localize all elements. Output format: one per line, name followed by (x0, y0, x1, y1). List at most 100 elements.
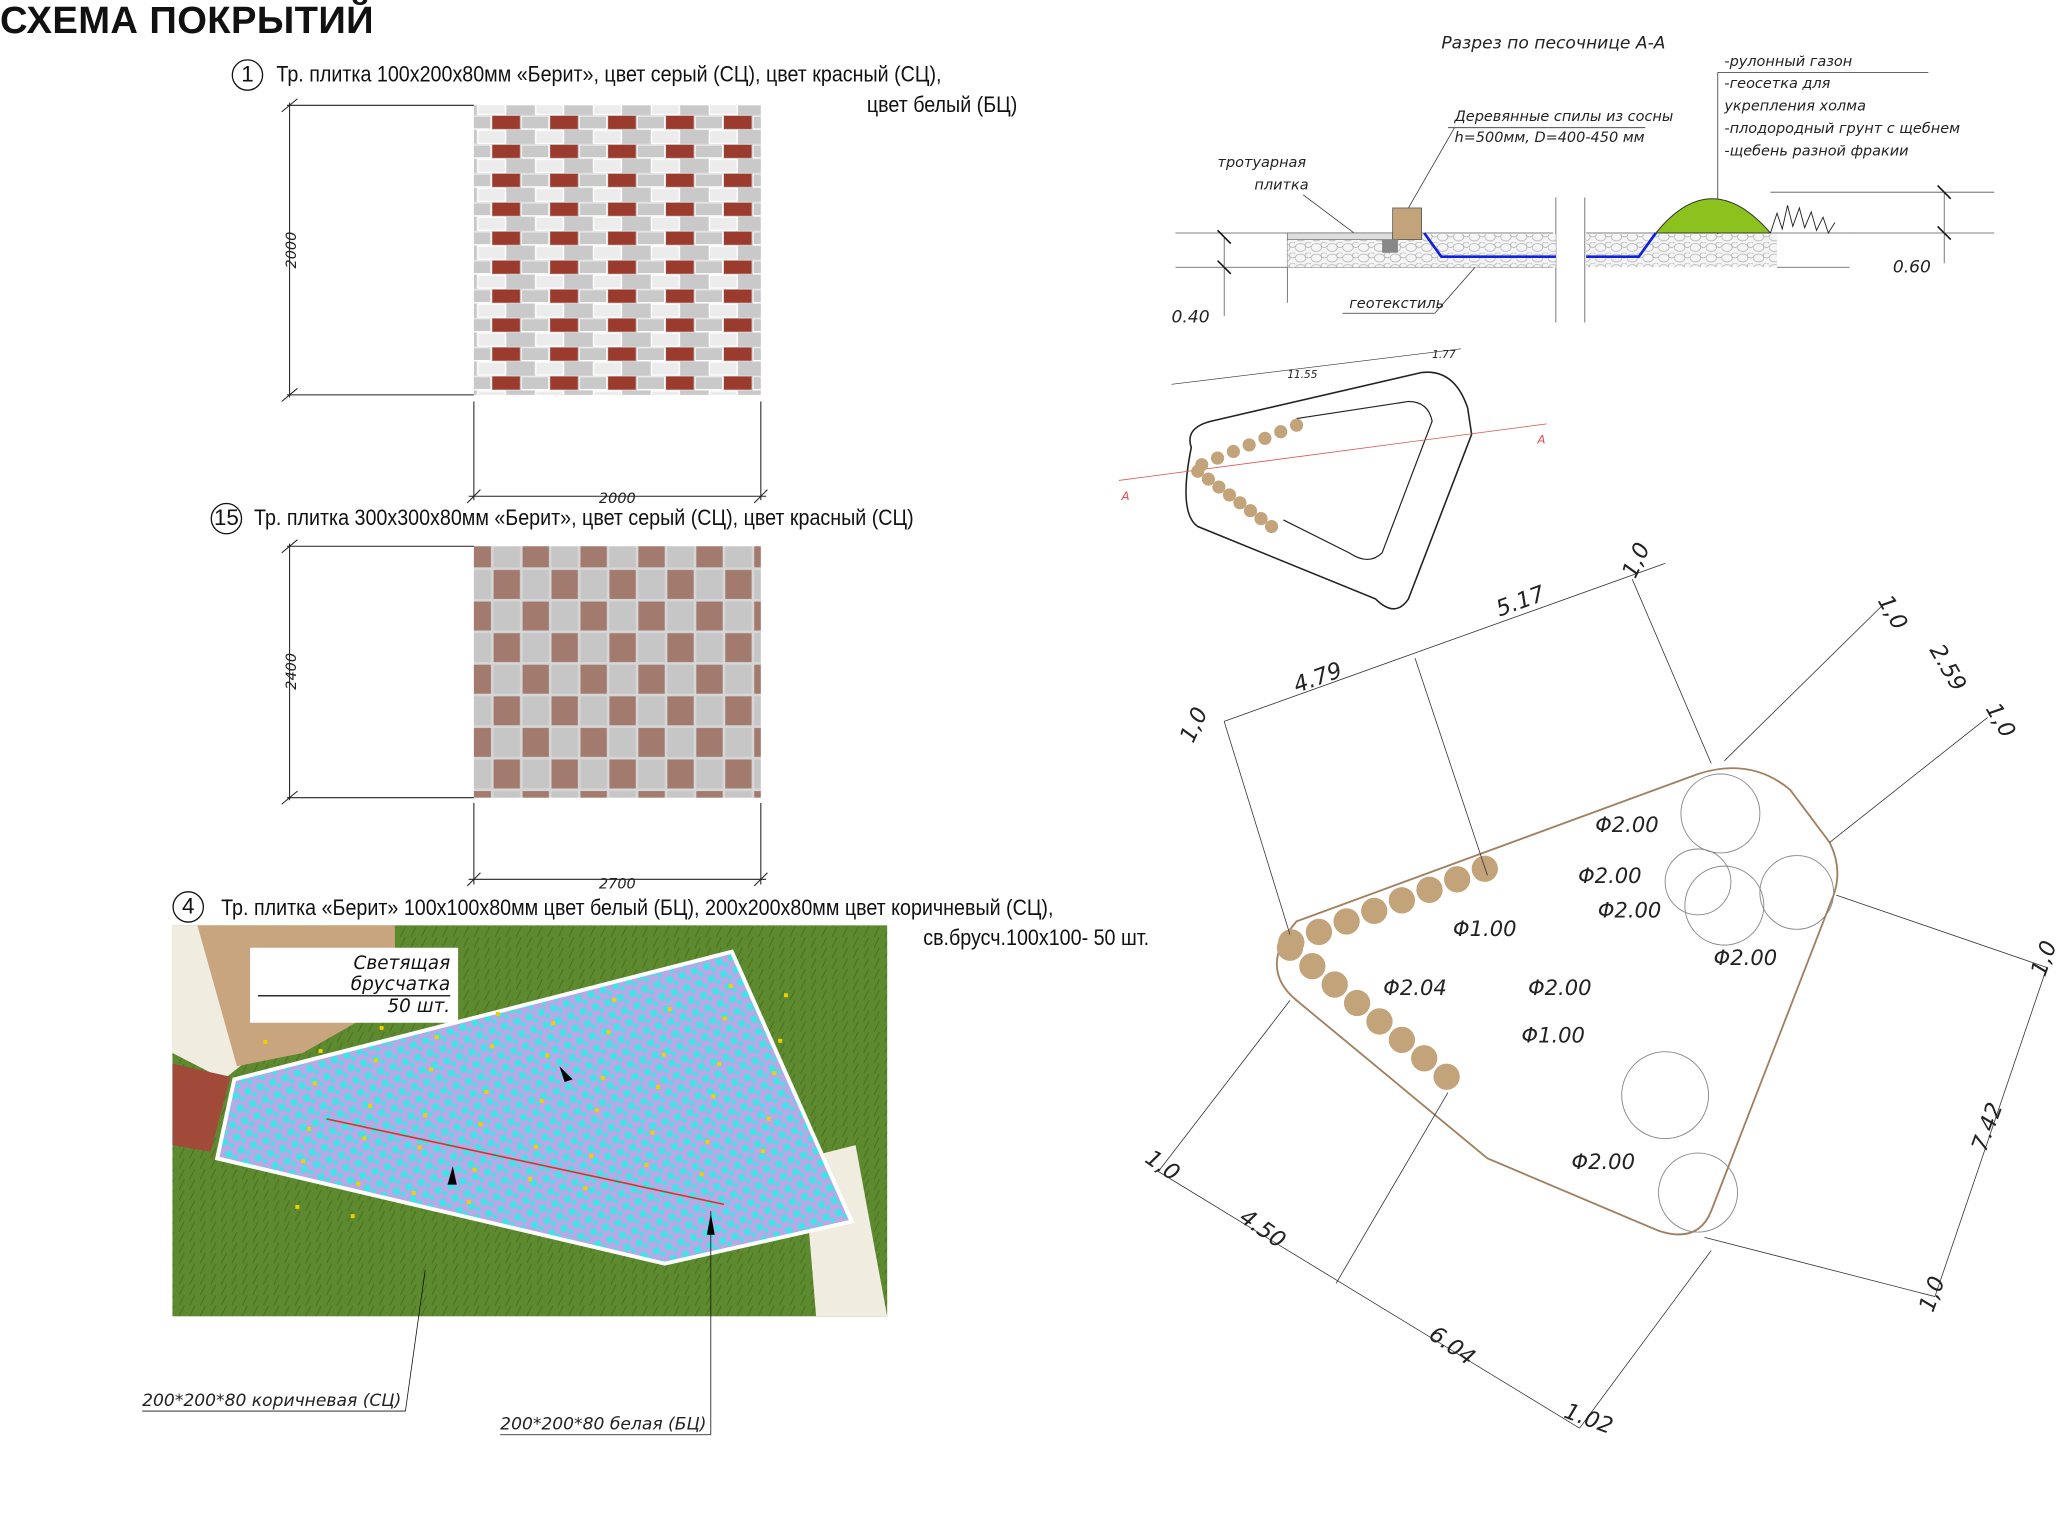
glowing-paver (301, 1159, 306, 1164)
log-seat (1289, 418, 1304, 432)
glowing-paver (472, 1167, 477, 1172)
dim-h-1: 2000 (599, 491, 636, 507)
plan-dimension: 5.17 (1493, 581, 1549, 623)
cut-mark-left: A (1120, 489, 1129, 503)
glowing-paver (295, 1204, 300, 1209)
glowing-paver (612, 998, 617, 1002)
plan-dimension: 7.42 (1967, 1099, 2008, 1155)
log-seat (1388, 1026, 1416, 1054)
plan-diameter: Φ1.00 (1522, 1023, 1585, 1048)
plan-dimension: 1.02 (1561, 1398, 1617, 1439)
item-4-caption: Тр. плитка «Берит» 100х100х80мм цвет бел… (221, 895, 1054, 921)
plan-dimension: 1,0 (2026, 937, 2063, 979)
log-seat (1299, 953, 1326, 980)
glowing-paver (545, 1053, 550, 1058)
glowing-paver (350, 1214, 355, 1219)
glowing-paving-count: 50 шт. (387, 996, 451, 1018)
glowing-paver (783, 993, 788, 998)
glowing-paver (778, 1038, 783, 1043)
glowing-paver (306, 1127, 311, 1131)
small-dim-2: 1.77 (1432, 349, 1456, 361)
label-brown-tile: 200*200*80 коричневая (СЦ) (142, 1391, 401, 1411)
glowing-paver (490, 1044, 495, 1049)
log-seat (1264, 519, 1279, 534)
glowing-paver (772, 1071, 777, 1076)
log-seat (1226, 444, 1240, 459)
layer-label: -геосетка для (1724, 76, 1830, 92)
glowing-paver (429, 1067, 434, 1072)
glowing-paver (606, 1030, 611, 1035)
glowing-paver (356, 1181, 361, 1186)
layer-label: -плодородный грунт с щебнем (1724, 121, 1960, 137)
depth-left: 0.40 (1172, 307, 1210, 327)
glowing-paver (722, 1016, 727, 1021)
glowing-paver (411, 1190, 416, 1195)
glowing-paver (417, 1145, 422, 1150)
paving-label-2: плитка (1254, 178, 1308, 194)
dimension-lines-1 (281, 98, 768, 504)
layer-label: -рулонный газон (1724, 54, 1852, 70)
glowing-paver (467, 1200, 471, 1205)
glowing-paver (699, 1172, 704, 1177)
glowing-paver (528, 1177, 533, 1181)
item-1-caption-2: цвет белый (БЦ) (867, 92, 1018, 118)
paving-label: тротуарная (1218, 155, 1307, 171)
log-seat (1212, 480, 1226, 494)
log-seat (1361, 897, 1388, 925)
glowing-paver (594, 1108, 599, 1113)
log-seat (1201, 472, 1215, 486)
glowing-paver (667, 1007, 672, 1012)
site-plan-render (172, 925, 888, 1435)
plan-diameter: Φ2.00 (1578, 863, 1641, 888)
logs-label: Деревянные спилы из сосны (1454, 109, 1674, 125)
tile-swatch-1 (473, 105, 761, 395)
log-seat (1333, 908, 1360, 935)
glowing-paver (539, 1099, 544, 1104)
log-seat (1242, 438, 1256, 452)
label-white-tile: 200*200*80 белая (БЦ) (500, 1415, 706, 1435)
glowing-paver (478, 1122, 483, 1127)
glowing-paver (583, 1186, 588, 1191)
glowing-paver (434, 1035, 439, 1040)
glowing-paver (318, 1049, 323, 1054)
glowing-paver (484, 1089, 489, 1094)
glowing-paver (362, 1136, 367, 1141)
log-seat (1433, 1063, 1460, 1090)
glowing-paver (600, 1075, 605, 1080)
paving-area (214, 949, 855, 1266)
sandbox-plan: 1,04.795.171,01,02.591,01,07.421,01.026.… (1140, 539, 2062, 1440)
glowing-paver (717, 1061, 722, 1066)
plan-dimension: 1,0 (1914, 1273, 1951, 1315)
plan-dimension: 6.04 (1424, 1321, 1480, 1371)
log-seat (1274, 425, 1288, 439)
logs-size-label: h=500мм, D=400-450 мм (1455, 130, 1645, 146)
log-seat (1321, 971, 1348, 998)
log-seat (1222, 488, 1237, 502)
glowing-paver (760, 1149, 765, 1154)
plan-diameter: Φ2.00 (1595, 812, 1658, 837)
item-number-1: 1 (231, 59, 264, 91)
log-seat (1191, 464, 1205, 478)
plan-diameter: Φ2.00 (1598, 897, 1661, 922)
tile-swatch-15 (473, 546, 761, 798)
item-4-caption-2: св.брусч.100х100- 50 шт. (923, 925, 1150, 951)
glowing-paver (533, 1144, 538, 1149)
item-number-15: 15 (210, 502, 243, 535)
plan-dimension: 1,0 (1175, 703, 1214, 746)
geotextile-label: геотекстиль (1349, 296, 1444, 312)
glowing-paver (551, 1021, 556, 1026)
cut-mark-right: A (1536, 433, 1545, 447)
log-seat (1305, 918, 1333, 946)
plan-diameter: Φ2.00 (1572, 1149, 1635, 1174)
log-seat (1343, 989, 1371, 1017)
glowing-paving-title: Светящая брусчатка (257, 953, 451, 997)
glowing-paver (368, 1103, 372, 1108)
log-seat (1411, 1045, 1438, 1072)
glowing-paving-note: Светящая брусчатка 50 шт. (250, 947, 459, 1023)
item-15-caption: Тр. плитка 300х300х80мм «Берит», цвет се… (254, 505, 914, 531)
dimension-lines-15 (281, 539, 768, 887)
log-seat (1366, 1008, 1393, 1035)
log-seat (1443, 866, 1471, 893)
